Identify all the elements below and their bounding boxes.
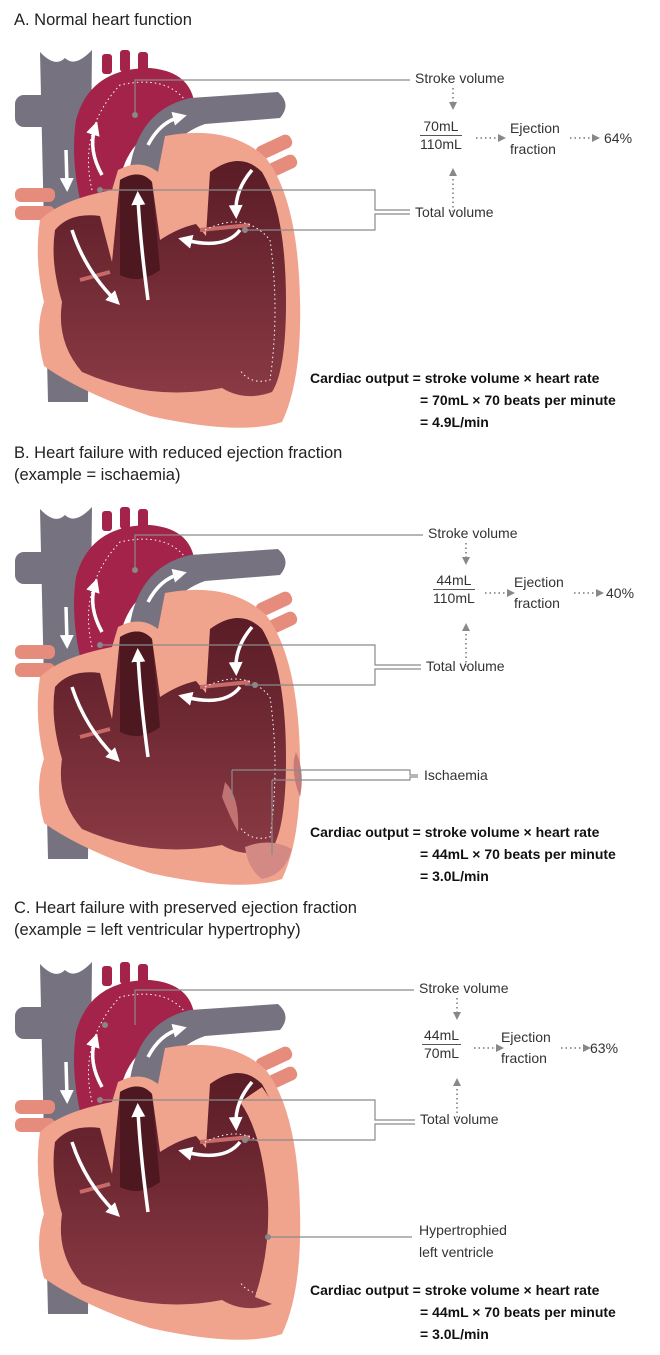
pulmonary-artery	[128, 1004, 286, 1102]
cardiac-output-line: Cardiac output = stroke volume × heart r…	[310, 370, 600, 386]
ejection-label-line: Ejection	[501, 1029, 551, 1045]
title-line: B. Heart failure with reduced ejection f…	[14, 444, 343, 462]
stroke-volume-label: Stroke volume	[419, 980, 509, 996]
cardiac-output-line: = 3.0L/min	[420, 868, 489, 884]
fraction-denominator: 70mL	[424, 1045, 460, 1061]
cardiac-output-line: = 44mL × 70 beats per minute	[420, 1304, 616, 1320]
panel-c-title: C. Heart failure with preserved ejection…	[14, 897, 357, 941]
cardiac-output-line: = 44mL × 70 beats per minute	[420, 846, 616, 862]
cardiac-output-line: = 3.0L/min	[420, 1326, 489, 1342]
title-line: (example = ischaemia)	[14, 466, 181, 484]
cardiac-output-line: = 4.9L/min	[420, 414, 489, 430]
heart-illustration	[0, 497, 330, 887]
fraction-denominator: 110mL	[433, 590, 475, 606]
ischaemic-region	[245, 842, 292, 879]
ejection-fraction-value: 64%	[604, 130, 633, 146]
cardiac-output-line: Cardiac output = stroke volume × heart r…	[310, 1282, 600, 1298]
heart-illustration	[0, 40, 330, 430]
total-volume-label: Total volume	[415, 204, 494, 220]
heart-chambers	[53, 161, 286, 397]
left-ventricle-outline	[204, 678, 276, 839]
thickened-ventricle-wall	[240, 1087, 292, 1304]
stroke-volume-label: Stroke volume	[415, 70, 505, 86]
fraction-numerator: 44mL	[422, 1027, 462, 1045]
total-volume-label: Total volume	[426, 658, 505, 674]
ejection-label-line: Ejection	[514, 574, 564, 590]
title-line: (example = left ventricular hypertrophy)	[14, 921, 301, 939]
fraction-denominator: 110mL	[420, 136, 462, 152]
volume-fraction: 44mL 110mL	[433, 572, 475, 606]
fraction-numerator: 44mL	[433, 572, 475, 590]
pulmonary-artery	[128, 549, 286, 647]
ejection-label-line: Ejection	[510, 120, 560, 136]
fraction-numerator: 70mL	[420, 118, 462, 136]
ischaemic-region	[222, 782, 239, 832]
ejection-fraction-label: Ejection fraction	[501, 1027, 551, 1069]
cardiac-output-formula: Cardiac output = stroke volume × heart r…	[310, 367, 616, 433]
cardiac-output-formula: Cardiac output = stroke volume × heart r…	[310, 821, 616, 887]
cardiac-output-formula: Cardiac output = stroke volume × heart r…	[310, 1279, 616, 1345]
ejection-fraction-label: Ejection fraction	[510, 118, 560, 160]
heart-illustration	[0, 952, 330, 1342]
ejection-label-line: fraction	[510, 141, 556, 157]
panel-a-title: A. Normal heart function	[14, 11, 192, 29]
left-ventricle-outline	[204, 221, 276, 382]
ischaemia-label: Ischaemia	[424, 767, 488, 783]
label-line: left ventricle	[419, 1244, 494, 1260]
panel-b-title: B. Heart failure with reduced ejection f…	[14, 442, 342, 486]
ejection-label-line: fraction	[514, 595, 560, 611]
blood-flow-arrows	[59, 568, 254, 762]
stroke-volume-label: Stroke volume	[428, 525, 518, 541]
volume-fraction: 70mL 110mL	[420, 118, 462, 152]
total-volume-label: Total volume	[420, 1111, 499, 1127]
ejection-label-line: fraction	[501, 1050, 547, 1066]
label-line: Hypertrophied	[419, 1222, 507, 1238]
hypertrophied-ventricle-label: Hypertrophied left ventricle	[419, 1219, 507, 1263]
cardiac-output-line: = 70mL × 70 beats per minute	[420, 392, 616, 408]
volume-fraction: 44mL 70mL	[422, 1027, 462, 1061]
ejection-fraction-value: 63%	[590, 1040, 619, 1056]
ejection-fraction-value: 40%	[606, 585, 635, 601]
cardiac-output-line: Cardiac output = stroke volume × heart r…	[310, 824, 600, 840]
ejection-fraction-label: Ejection fraction	[514, 572, 564, 614]
pulmonary-artery	[128, 92, 286, 190]
heart-chambers	[53, 1073, 286, 1309]
title-line: C. Heart failure with preserved ejection…	[14, 899, 357, 917]
